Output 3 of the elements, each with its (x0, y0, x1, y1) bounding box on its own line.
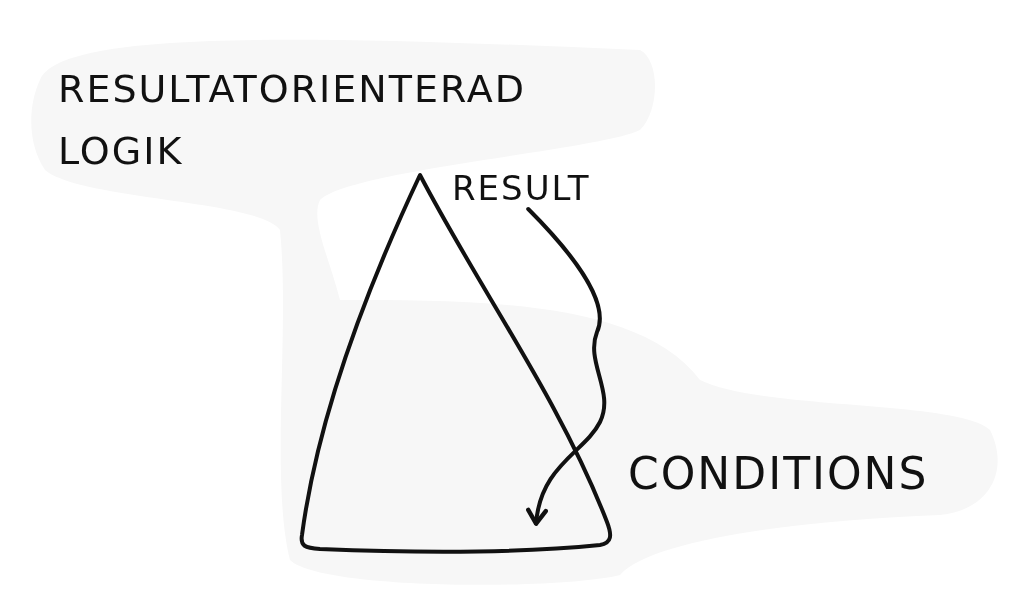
wavy-arrow (526, 207, 607, 526)
triangle-shape (299, 173, 613, 554)
conditions-label: CONDITIONS (628, 448, 929, 499)
